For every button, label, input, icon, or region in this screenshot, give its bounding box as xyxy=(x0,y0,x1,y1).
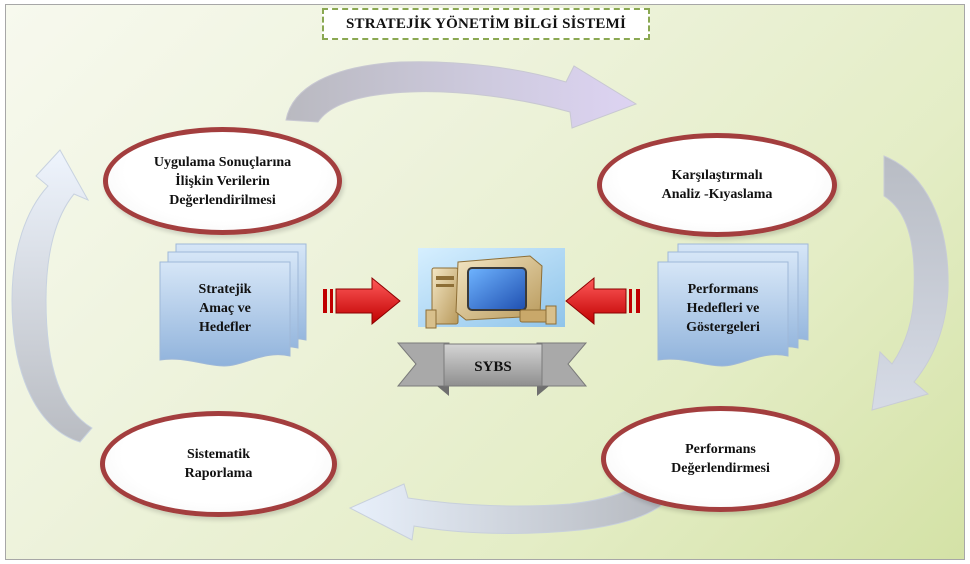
oval-bottom-left: Sistematik Raporlama xyxy=(100,411,337,517)
right-document-text: Performans Hedefleri ve Göstergeleri xyxy=(686,281,760,335)
bottom-cycle-arrow-icon xyxy=(348,459,685,541)
oval-top-right: Karşılaştırmalı Analiz -Kıyaslama xyxy=(597,133,837,237)
sybs-label: SYBS xyxy=(474,358,512,375)
computer-icon xyxy=(418,248,565,329)
left-cycle-arrow-icon xyxy=(11,149,93,443)
sybs-ribbon-icon xyxy=(396,342,588,396)
right-cycle-arrow-icon xyxy=(871,155,949,411)
red-arrow-right-icon xyxy=(323,276,401,326)
red-arrow-left-icon xyxy=(565,276,640,326)
oval-top-left: Uygulama Sonuçlarına İlişkin Verilerin D… xyxy=(103,127,342,235)
left-document-stack-icon xyxy=(159,243,307,367)
oval-bottom-right: Performans Değerlendirmesi xyxy=(601,406,840,512)
right-document-stack-icon xyxy=(657,243,809,367)
left-document-text: Stratejik Amaç ve Hedefler xyxy=(198,281,252,335)
diagram-title: STRATEJİK YÖNETİM BİLGİ SİSTEMİ xyxy=(322,8,650,40)
top-cycle-arrow-icon xyxy=(285,61,638,129)
